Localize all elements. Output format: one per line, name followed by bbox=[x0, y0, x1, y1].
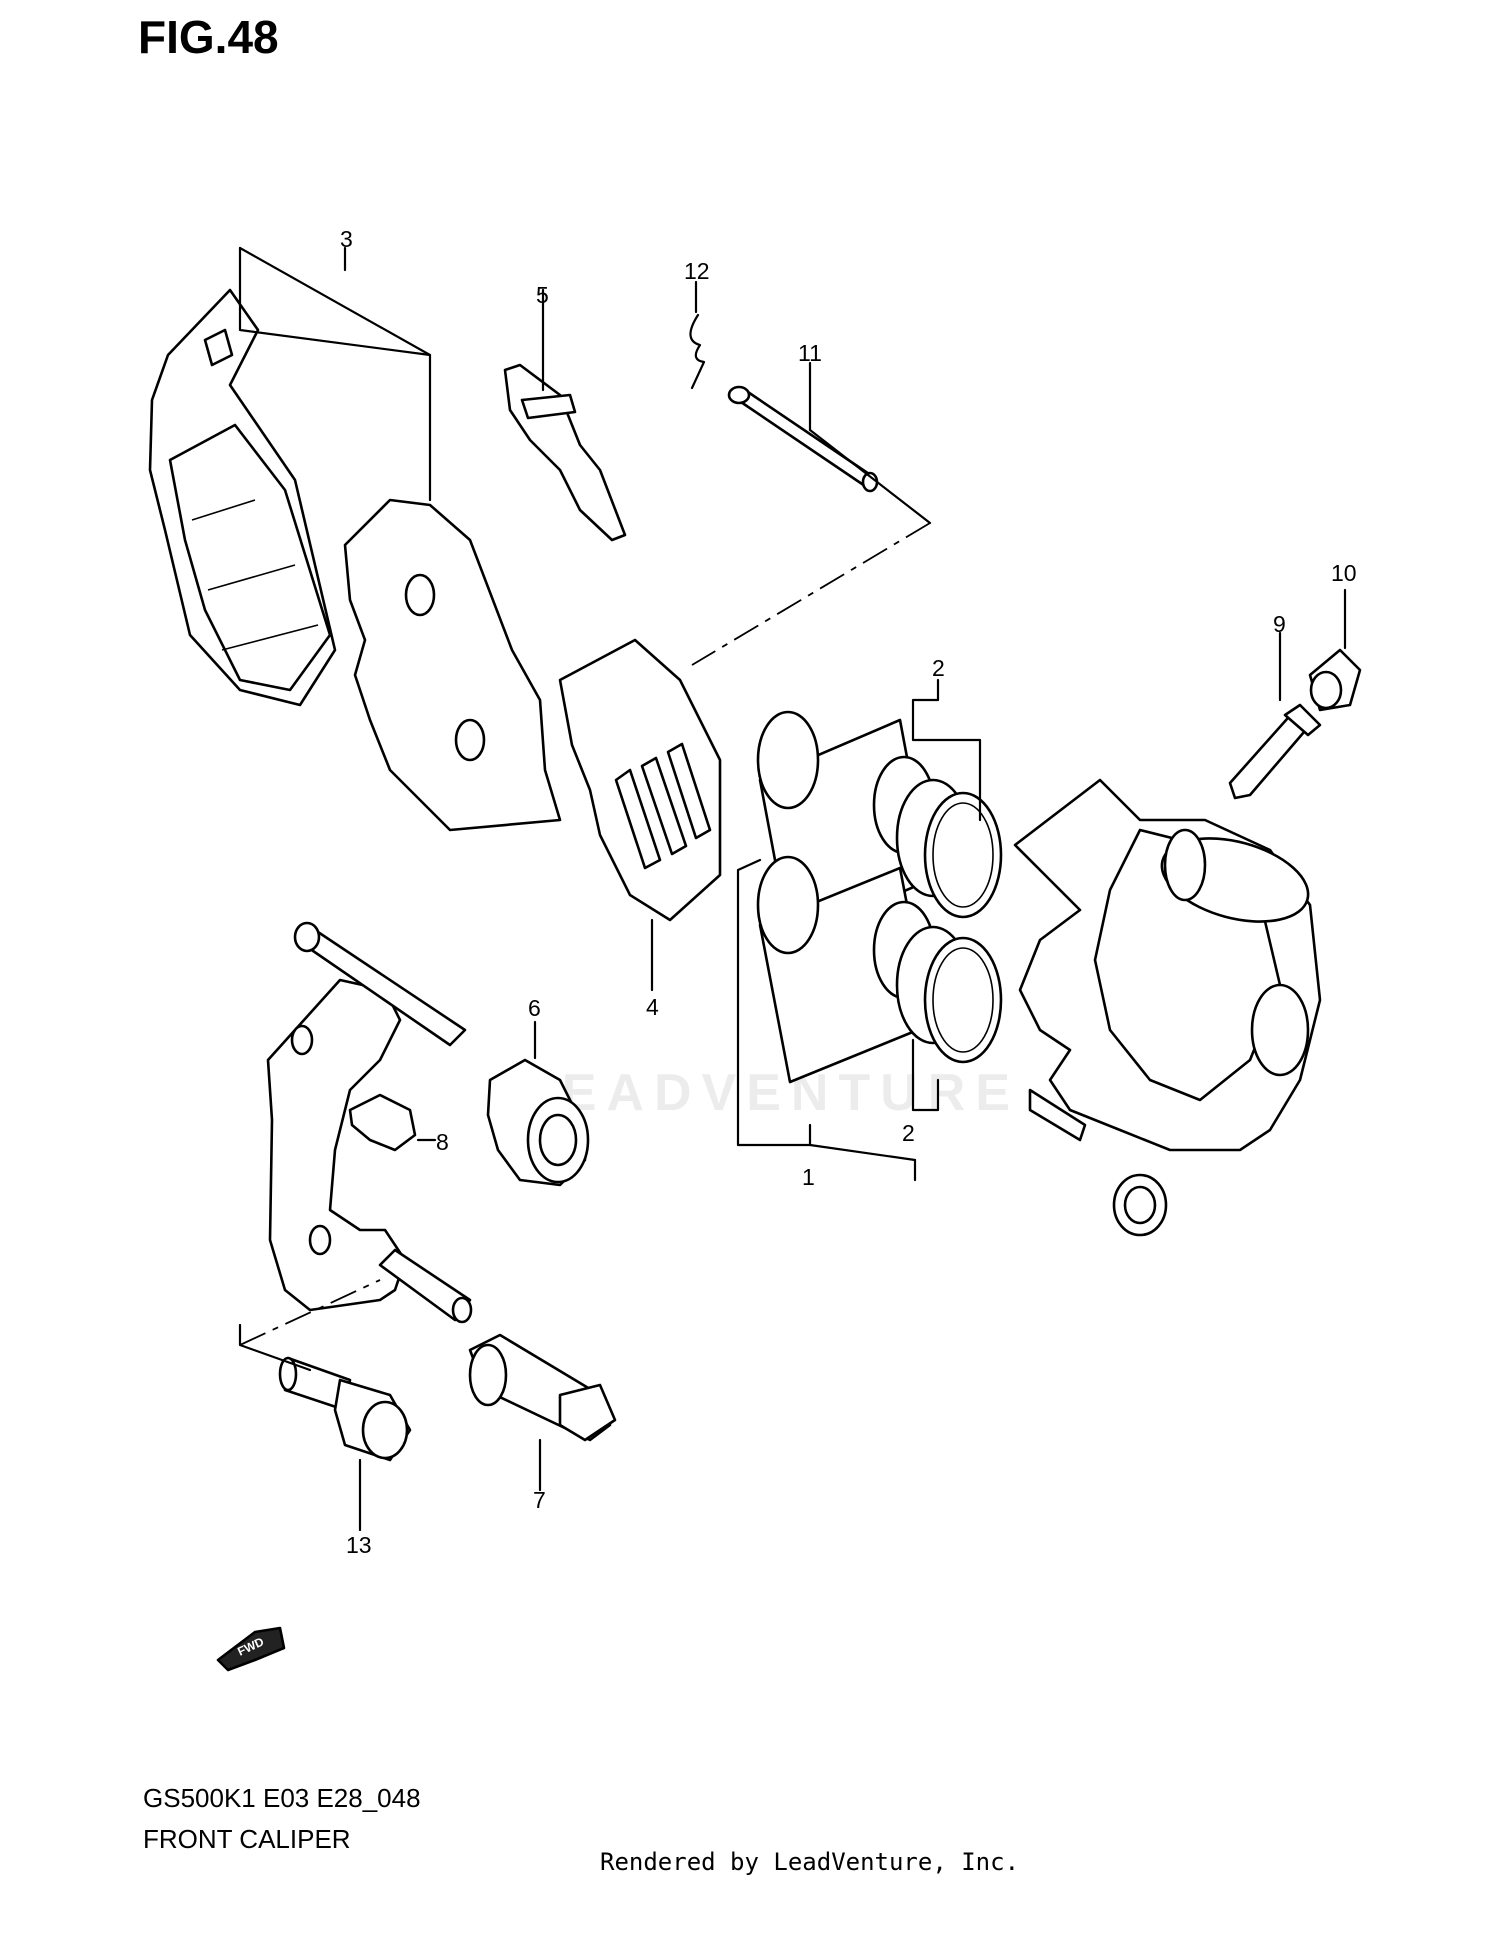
pad-pin-clip bbox=[689, 313, 706, 390]
callout-8: 8 bbox=[436, 1129, 449, 1155]
callout-11: 11 bbox=[798, 340, 822, 366]
callout-12: 12 bbox=[684, 258, 710, 284]
callout-5: 5 bbox=[536, 282, 549, 308]
bleeder-cap bbox=[1308, 648, 1362, 712]
callout-7: 7 bbox=[533, 1487, 546, 1513]
callout-3: 3 bbox=[340, 226, 353, 252]
bracket-bolt bbox=[278, 1356, 412, 1462]
pad-pin bbox=[727, 385, 879, 493]
watermark-text: LEADVENTURE bbox=[520, 1064, 1020, 1122]
callout-1: 1 bbox=[802, 1164, 815, 1190]
pin-boot bbox=[486, 1058, 590, 1187]
callout-10: 10 bbox=[1331, 560, 1357, 586]
callout-2-upper: 2 bbox=[932, 655, 945, 681]
caliper-body bbox=[1013, 778, 1322, 1237]
bracket-bushing bbox=[348, 1093, 417, 1152]
rendered-by-credit: Rendered by LeadVenture, Inc. bbox=[600, 1848, 1020, 1876]
bleeder-valve bbox=[1228, 703, 1322, 800]
pad-spring bbox=[503, 363, 627, 542]
forward-arrow-icon: FWD bbox=[216, 1626, 286, 1672]
figure-title: FIG.48 bbox=[138, 11, 279, 63]
callout-9: 9 bbox=[1273, 611, 1286, 637]
piston-set bbox=[756, 710, 1003, 1084]
brake-pad-set bbox=[148, 288, 562, 832]
callout-4: 4 bbox=[646, 994, 659, 1020]
callout-13: 13 bbox=[346, 1532, 372, 1558]
diagram-code: GS500K1 E03 E28_048 bbox=[143, 1783, 421, 1813]
diagram-caption: FRONT CALIPER bbox=[143, 1824, 351, 1854]
callout-6: 6 bbox=[528, 995, 541, 1021]
pad-shim bbox=[558, 638, 722, 922]
caliper-bracket bbox=[266, 921, 473, 1324]
callout-2-lower: 2 bbox=[902, 1120, 915, 1146]
slide-pin bbox=[468, 1333, 617, 1442]
